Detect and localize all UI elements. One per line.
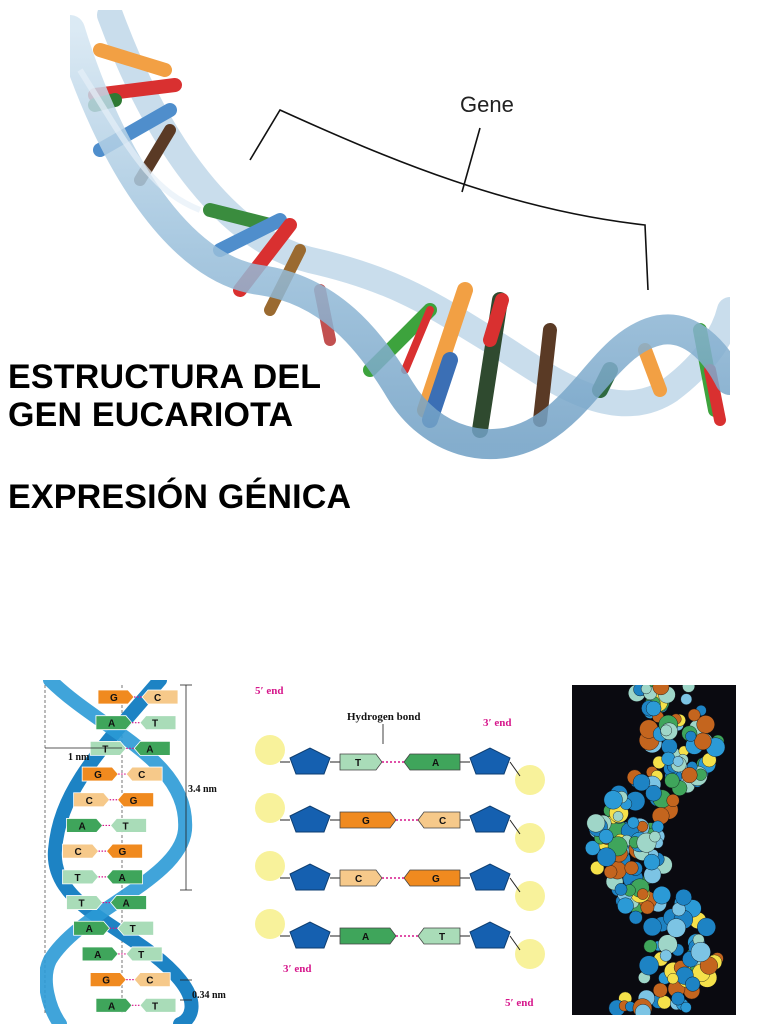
chem-base-left-label: G	[362, 816, 370, 827]
chem-base-right-label: C	[439, 816, 446, 827]
sugar-right	[469, 863, 511, 891]
ladder-base-right: A	[123, 899, 130, 910]
ladder-base-left: A	[108, 1001, 115, 1012]
chem-base-right-label: A	[432, 758, 439, 769]
ladder-base-right: C	[138, 770, 145, 781]
ladder-dimensions	[45, 684, 192, 1001]
pitch-label: 3.4 nm	[188, 784, 218, 795]
ladder-base-left: C	[86, 796, 93, 807]
slide-subtitle: EXPRESIÓN GÉNICA	[8, 478, 352, 516]
sugar-right	[469, 805, 511, 833]
chem-base-left	[339, 753, 383, 771]
slide-title-line-1: ESTRUCTURA DEL	[8, 358, 322, 396]
phosphate-group-right	[515, 881, 545, 911]
ladder-base-right: T	[152, 719, 158, 730]
chem-base-right	[403, 753, 461, 771]
chem-base-left-label: T	[355, 758, 361, 769]
chem-base-left	[339, 927, 397, 945]
chem-base-left-label: C	[355, 874, 362, 885]
gene-label: Gene	[460, 92, 514, 117]
ladder-base-left: A	[108, 719, 115, 730]
three-prime-bottom-label: 3′ end	[283, 963, 311, 975]
chem-base-right	[417, 927, 461, 945]
ladder-base-left: G	[102, 976, 110, 987]
ladder-base-left: T	[102, 744, 108, 755]
ladder-base-left: A	[86, 924, 93, 935]
sugar-left	[289, 921, 331, 949]
ladder-base-left: G	[110, 693, 118, 704]
ladder-strands	[40, 680, 199, 1024]
ladder-base-right: A	[146, 744, 153, 755]
ladder-base-left: A	[79, 821, 86, 832]
dna-space-filling-model	[572, 685, 736, 1015]
phosphate-group-right	[515, 939, 545, 969]
ladder-base-right: T	[152, 1001, 158, 1012]
ladder-base-left: T	[79, 899, 85, 910]
ladder-base-right: G	[130, 796, 138, 807]
chem-base-left	[339, 869, 383, 887]
dna-helix-illustration: Gene	[70, 10, 730, 459]
helix-strand-front	[70, 15, 730, 459]
ladder-base-right: C	[154, 693, 161, 704]
chem-base-right-label: T	[439, 932, 445, 943]
chem-base-left	[339, 811, 397, 829]
hydrogen-bond-label: Hydrogen bond	[347, 711, 420, 723]
sugar-left	[289, 747, 331, 775]
ladder-base-right: T	[123, 821, 129, 832]
gene-pointer-line	[461, 127, 481, 193]
phosphate-group-right	[515, 823, 545, 853]
sugar-right	[469, 747, 511, 775]
ladder-base-left: T	[75, 873, 81, 884]
ladder-base-right: G	[119, 847, 127, 858]
chem-base-right	[417, 811, 461, 829]
phosphate-group-left	[255, 851, 285, 881]
sugar-left	[289, 805, 331, 833]
ladder-base-right: T	[138, 950, 144, 961]
phosphate-group-left	[255, 909, 285, 939]
sugar-right	[469, 921, 511, 949]
ladder-base-right: C	[146, 976, 153, 987]
five-prime-bottom-label: 5′ end	[505, 997, 533, 1009]
five-prime-top-label: 5′ end	[255, 685, 283, 697]
ladder-base-left: A	[94, 950, 101, 961]
phosphate-group-left	[255, 793, 285, 823]
space-filling-atoms	[585, 685, 726, 1015]
ladder-base-right: T	[130, 924, 136, 935]
phosphate-group-left	[255, 735, 285, 765]
gene-bracket	[249, 108, 649, 291]
chem-base-right	[403, 869, 461, 887]
rise-label: 0.34 nm	[192, 990, 227, 1001]
chem-base-right-label: G	[432, 874, 440, 885]
phosphate-group-right	[515, 765, 545, 795]
ladder-base-left: G	[94, 770, 102, 781]
ladder-base-left: C	[75, 847, 82, 858]
slide-title-line-2: GEN EUCARIOTA	[8, 396, 294, 434]
sugar-left	[289, 863, 331, 891]
three-prime-top-label: 3′ end	[483, 717, 511, 729]
ladder-base-right: A	[119, 873, 126, 884]
width-label: 1 nm	[68, 752, 90, 763]
chem-base-left-label: A	[362, 932, 369, 943]
